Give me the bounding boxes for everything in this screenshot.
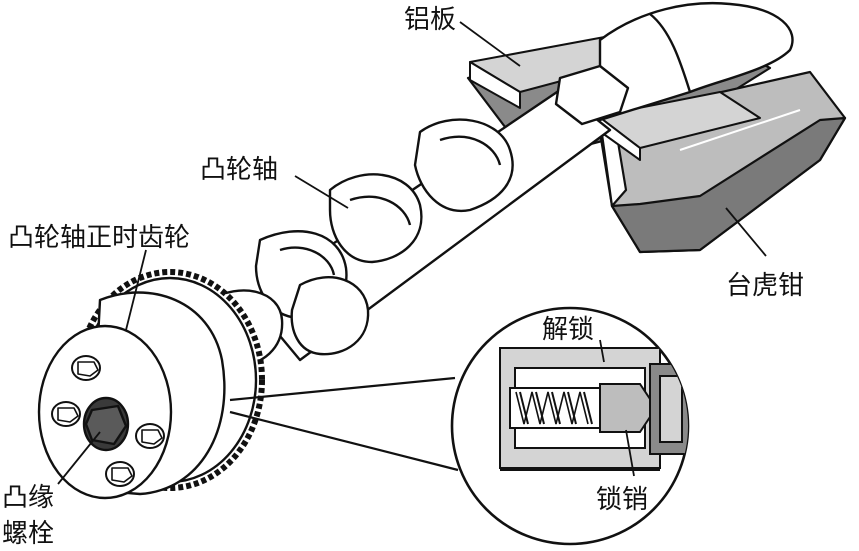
inset-callout [229,306,690,546]
label-cam-timing-gear: 凸轮轴正时齿轮 [8,223,190,253]
label-flange-bolt-line1: 凸缘 [2,483,54,513]
cam-timing-gear [37,269,265,500]
label-unlock: 解锁 [542,315,594,345]
label-vise: 台虎钳 [726,271,804,301]
camshaft [206,1,794,368]
label-flange-bolt-line2: 螺栓 [2,519,54,549]
label-aluminum-plate: 铝板 [404,5,456,35]
label-lock-pin: 锁销 [596,485,648,515]
labels: 铝板 凸轮轴 凸轮轴正时齿轮 台虎钳 解锁 锁销 凸缘 螺栓 [2,5,804,549]
label-camshaft: 凸轮轴 [200,155,278,185]
leader-lines [57,21,767,485]
